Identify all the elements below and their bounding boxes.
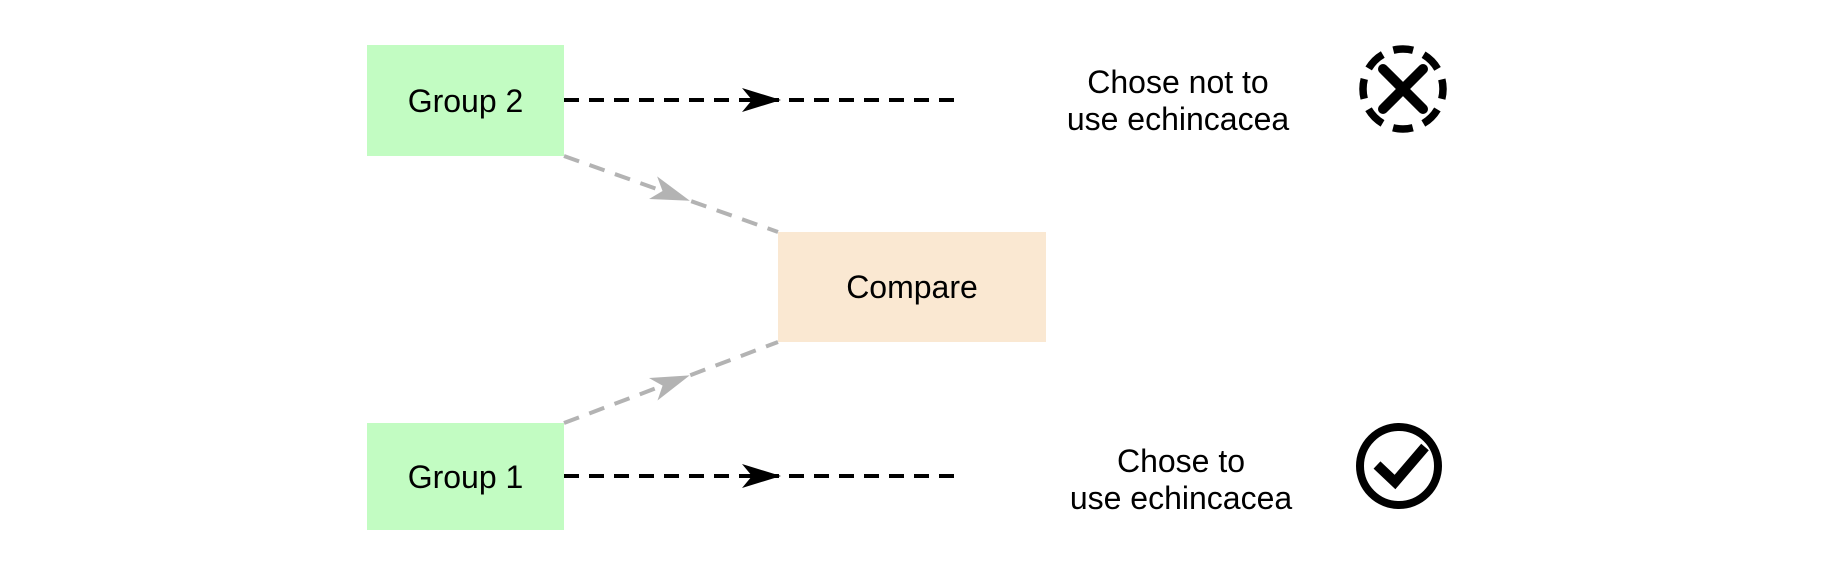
check-circle-icon — [1356, 423, 1442, 509]
node-group1: Group 1 — [367, 423, 564, 530]
cross-circle-ring — [1359, 45, 1447, 133]
outcome-not-use-line1: Chose not to — [1087, 64, 1269, 100]
arrowhead-group1-to-use — [742, 464, 781, 488]
outcome-use-line2: use echincacea — [1069, 480, 1293, 516]
outcome-not-use-line2: use echincacea — [1066, 101, 1290, 137]
outcome-label-use: Chose to use echincacea — [981, 443, 1381, 517]
node-compare: Compare — [778, 232, 1046, 342]
check-stroke — [1373, 443, 1429, 490]
outcome-use-line1: Chose to — [1116, 443, 1246, 479]
outcome-label-not-use: Chose not to use echincacea — [978, 64, 1378, 138]
arrowhead-group2-to-compare — [649, 176, 690, 201]
node-group2: Group 2 — [367, 45, 564, 156]
node-compare-label: Compare — [846, 269, 978, 305]
cross-stroke-2 — [1378, 64, 1428, 114]
node-group2-label: Group 2 — [407, 82, 524, 119]
cross-circle-icon — [1359, 45, 1447, 133]
arrowhead-group2-to-not-use — [742, 88, 781, 112]
check-circle-ring — [1356, 423, 1442, 509]
node-group1-label: Group 1 — [407, 458, 524, 495]
arrowhead-group1-to-compare — [648, 375, 690, 401]
